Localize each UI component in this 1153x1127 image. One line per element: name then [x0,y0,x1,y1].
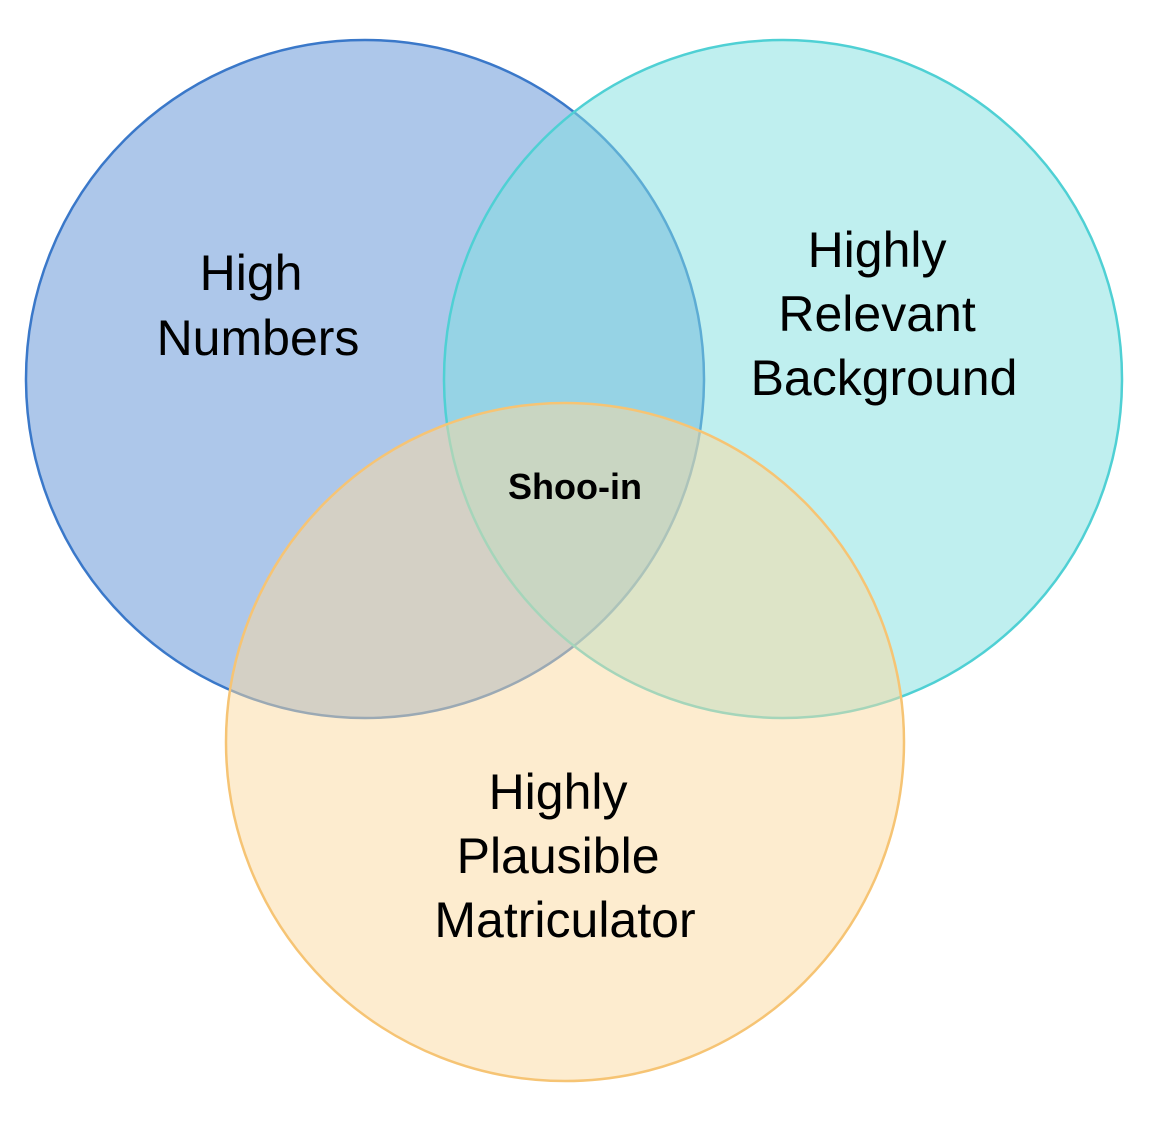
label-high-numbers: High Numbers [157,245,360,366]
label-line: Plausible [457,828,660,884]
label-line: Highly [489,764,628,820]
label-line: Highly [808,222,947,278]
circle-highly-plausible-matriculator [224,401,906,1083]
label-shoo-in: Shoo-in [508,466,642,507]
label-line: Matriculator [434,892,695,948]
label-line: Numbers [157,310,360,366]
label-line: Background [751,350,1018,406]
label-highly-plausible-matriculator: Highly Plausible Matriculator [434,764,695,948]
label-line: High [200,245,303,301]
label-highly-relevant-background: Highly Relevant Background [751,222,1018,406]
label-line: Relevant [778,286,975,342]
